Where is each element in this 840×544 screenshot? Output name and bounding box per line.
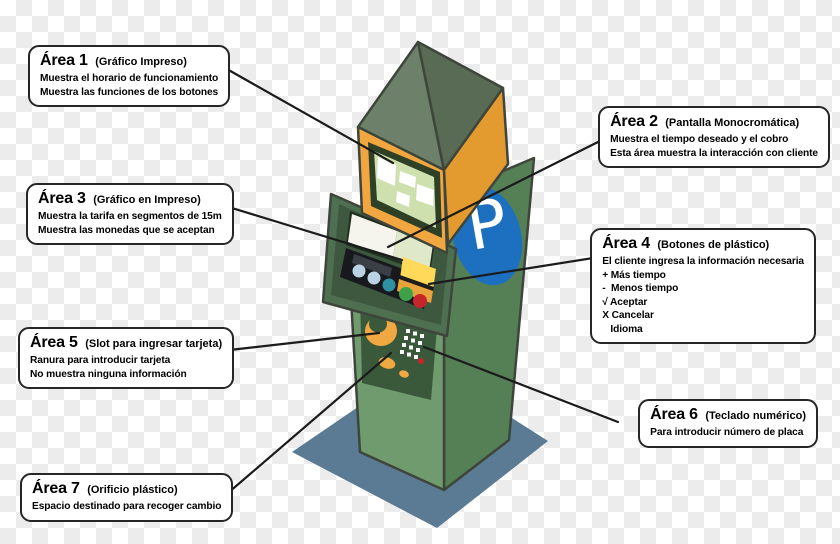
callout-area-5: Área 5 (Slot para ingresar tarjeta) Ranu… — [18, 327, 235, 389]
keypad-key — [416, 348, 420, 352]
callout-line-area-5 — [210, 331, 381, 354]
callout-text-line: Para introducir número de placa — [650, 427, 804, 438]
button-cancel — [413, 294, 427, 308]
area-number: Área 3 — [38, 190, 86, 207]
receipt-flap — [400, 257, 436, 290]
area-subtitle: (Gráfico Impreso) — [95, 56, 187, 68]
callout-title: Área 2 (Pantalla Monocromática) — [610, 112, 818, 133]
card-slot — [365, 315, 397, 346]
callout-line-area-4 — [427, 253, 614, 286]
area-number: Área 2 — [610, 113, 658, 130]
callout-area-6: Área 6 (Teclado numérico) Para introduci… — [638, 399, 818, 448]
button-accept — [399, 287, 413, 301]
callout-line-area-1 — [216, 62, 395, 165]
button-round — [352, 264, 366, 278]
callout-text-line: No muestra ninguna información — [30, 368, 187, 380]
keypad-key — [402, 343, 406, 347]
callout-text-line: Muestra las funciones de los botones — [40, 86, 219, 98]
parking-kiosk: P — [292, 40, 548, 528]
schedule-block — [377, 157, 396, 186]
callout-title: Área 1 (Gráfico Impreso) — [40, 51, 218, 72]
callout-title: Área 6 (Teclado numérico) — [650, 405, 806, 426]
area-subtitle: (Slot para ingresar tarjeta) — [85, 338, 223, 350]
callout-text-line: Ranura para introducir tarjeta — [30, 355, 171, 366]
callout-text-line: Idioma — [602, 323, 643, 335]
keypad-key — [400, 350, 404, 354]
callout-area-7: Área 7 (Orificio plástico) Espacio desti… — [20, 473, 234, 522]
area-number: Área 4 — [602, 235, 650, 252]
head-band-side — [442, 86, 510, 246]
callout-text-line: Muestra el horario de funcionamiento — [40, 73, 219, 84]
callout-area-2: Área 2 (Pantalla Monocromática) Muestra … — [598, 106, 830, 168]
callout-text-line: Espacio destinado para recoger cambio — [32, 501, 222, 512]
area-number: Área 7 — [32, 480, 80, 497]
change-slot — [378, 357, 409, 378]
callout-text-line: √ Aceptar — [602, 296, 648, 308]
schedule-block — [396, 191, 410, 207]
callout-line-area-6 — [422, 345, 620, 424]
display-screen-left — [348, 214, 397, 258]
area-number: Área 6 — [650, 406, 698, 423]
callout-area-1: Área 1 (Gráfico Impreso) Muestra el hora… — [28, 45, 231, 107]
button-round — [367, 271, 381, 285]
schedule-block — [399, 171, 416, 188]
monochrome-display — [346, 211, 435, 274]
area-subtitle: (Pantalla Monocromática) — [665, 117, 800, 129]
area-subtitle: (Gráfico en Impreso) — [93, 194, 201, 206]
area-subtitle: (Teclado numérico) — [705, 410, 806, 422]
keypad-key — [411, 338, 415, 343]
schedule-block — [416, 184, 434, 206]
callout-text-line: Muestra el tiempo deseado y el cobro — [610, 134, 789, 145]
keypad-key — [414, 355, 418, 359]
button-teal — [382, 278, 396, 292]
area-subtitle: (Botones de plástico) — [657, 239, 770, 251]
area-number: Área 1 — [40, 52, 88, 69]
ticket-slot — [352, 254, 392, 277]
area-subtitle: (Orificio plástico) — [87, 484, 178, 496]
callout-line-area-7 — [212, 351, 393, 507]
callout-line-area-3 — [220, 203, 404, 262]
numeric-keypad — [400, 329, 424, 364]
keypad-key — [409, 345, 413, 350]
keypad-key — [420, 334, 424, 338]
keypad-key — [404, 336, 408, 340]
callout-lines — [210, 62, 620, 507]
callout-text-line: El cliente ingresa la información necesa… — [602, 256, 804, 267]
schedule-screen — [368, 142, 442, 238]
receipt-slit — [399, 275, 434, 291]
callout-area-3: Área 3 (Gráfico en Impreso) Muestra la t… — [26, 183, 234, 245]
area-number: Área 5 — [30, 334, 78, 351]
plastic-buttons — [352, 264, 427, 308]
callout-line-area-2 — [386, 137, 606, 249]
keypad-key — [413, 331, 417, 336]
callout-text-line: X Cancelar — [602, 310, 654, 321]
callout-text-line: Muestra las monedas que se aceptan — [38, 224, 215, 236]
keypad-key — [418, 341, 422, 345]
keypad-red-key — [418, 358, 424, 364]
callout-text-line: - Menos tiempo — [602, 283, 679, 294]
callout-text-line: Esta área muestra la interacción con cli… — [610, 147, 818, 159]
callout-title: Área 3 (Gráfico en Impreso) — [38, 189, 222, 210]
callout-text-line: Muestra la tarifa en segmentos de 15m — [38, 211, 222, 222]
callout-area-4: Área 4 (Botones de plástico) El cliente … — [590, 228, 816, 344]
keypad-key — [406, 329, 410, 333]
change-orifice — [399, 370, 409, 378]
keypad-key — [407, 352, 411, 357]
callout-text-line: + Más tiempo — [602, 269, 666, 281]
callout-title: Área 5 (Slot para ingresar tarjeta) — [30, 333, 222, 354]
callout-title: Área 7 (Orificio plástico) — [32, 479, 221, 500]
card-slot-hole — [369, 315, 387, 333]
callout-title: Área 4 (Botones de plástico) — [602, 234, 804, 255]
